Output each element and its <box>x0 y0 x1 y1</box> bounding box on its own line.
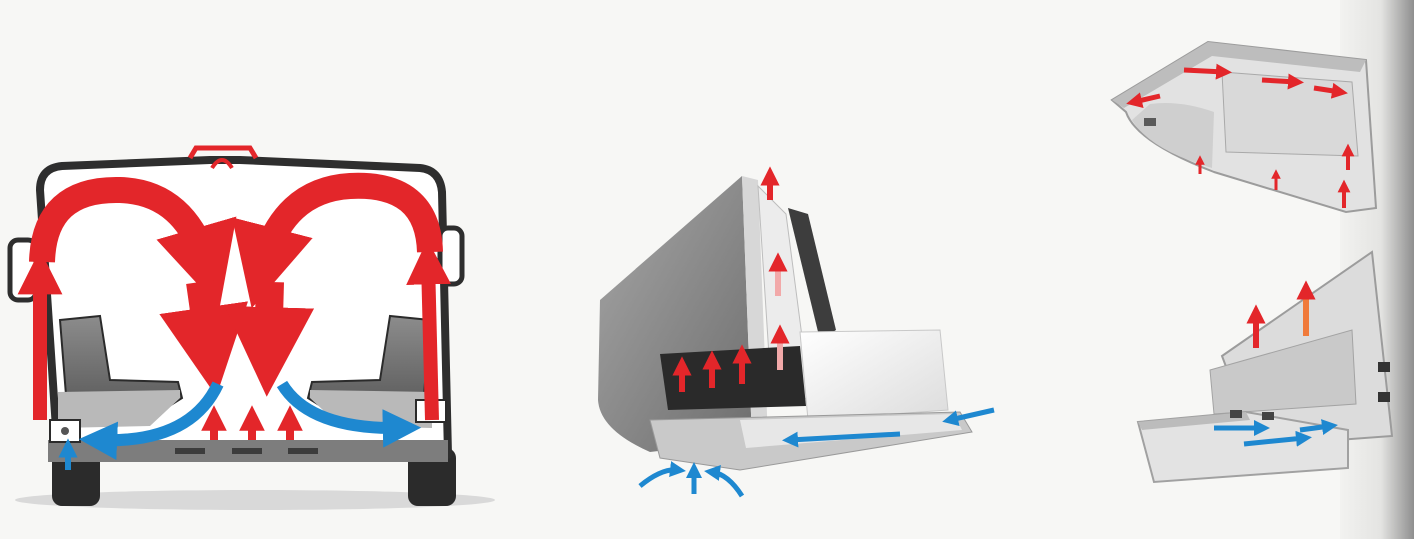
warm-air-arrow <box>1184 70 1224 72</box>
right-side-bump <box>440 228 462 284</box>
seat-cushion <box>800 330 948 420</box>
warm-air-arrow <box>428 262 432 420</box>
warm-air-arrow <box>268 282 270 352</box>
cool-air-arrow <box>640 470 678 486</box>
cool-air-arrow <box>712 472 742 496</box>
van-rear-airflow-illustration <box>10 148 495 510</box>
warm-air-arrow <box>1262 80 1296 82</box>
upper-wall-cabinet <box>1112 42 1376 212</box>
warm-air-arrow <box>200 282 210 352</box>
seat-heater-airflow-illustration <box>598 176 994 496</box>
seat-base-shell <box>598 176 752 452</box>
